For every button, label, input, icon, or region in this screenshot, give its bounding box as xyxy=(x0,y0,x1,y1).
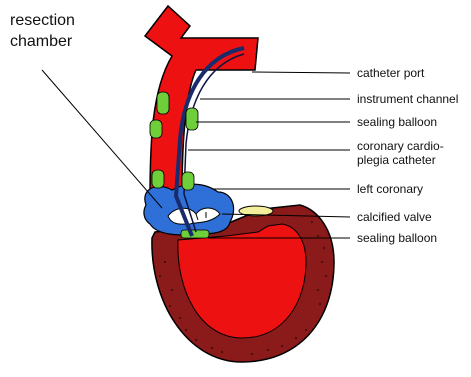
label-sealing-balloon-upper: sealing balloon xyxy=(357,115,437,129)
sealing-balloon-upper-left-3 xyxy=(152,170,164,188)
label-calcified-valve: calcified valve xyxy=(357,210,432,224)
sealing-balloon-upper-right-1 xyxy=(186,108,198,130)
label-sealing-balloon-lower: sealing balloon xyxy=(357,231,437,245)
label-cardioplegia-catheter: coronary cardio- plegia catheter xyxy=(357,139,444,167)
sealing-balloon-upper-left-2 xyxy=(150,120,162,138)
label-left-coronary: left coronary xyxy=(357,182,423,196)
sealing-balloon-upper-left-1 xyxy=(157,92,169,114)
label-catheter-port: catheter port xyxy=(357,66,424,80)
label-cardioplegia-line1: coronary cardio- xyxy=(357,139,444,153)
label-cardioplegia-line2: plegia catheter xyxy=(357,153,444,167)
label-resection-chamber-line2: chamber xyxy=(10,31,75,52)
label-resection-chamber-line1: resection xyxy=(10,10,75,31)
label-resection-chamber: resection chamber xyxy=(10,10,75,52)
label-instrument-channel: instrument channel xyxy=(357,92,458,106)
leader-catheter-port xyxy=(252,72,350,73)
leader-resection-chamber xyxy=(42,70,162,208)
sealing-balloon-upper-right-2 xyxy=(182,172,194,190)
